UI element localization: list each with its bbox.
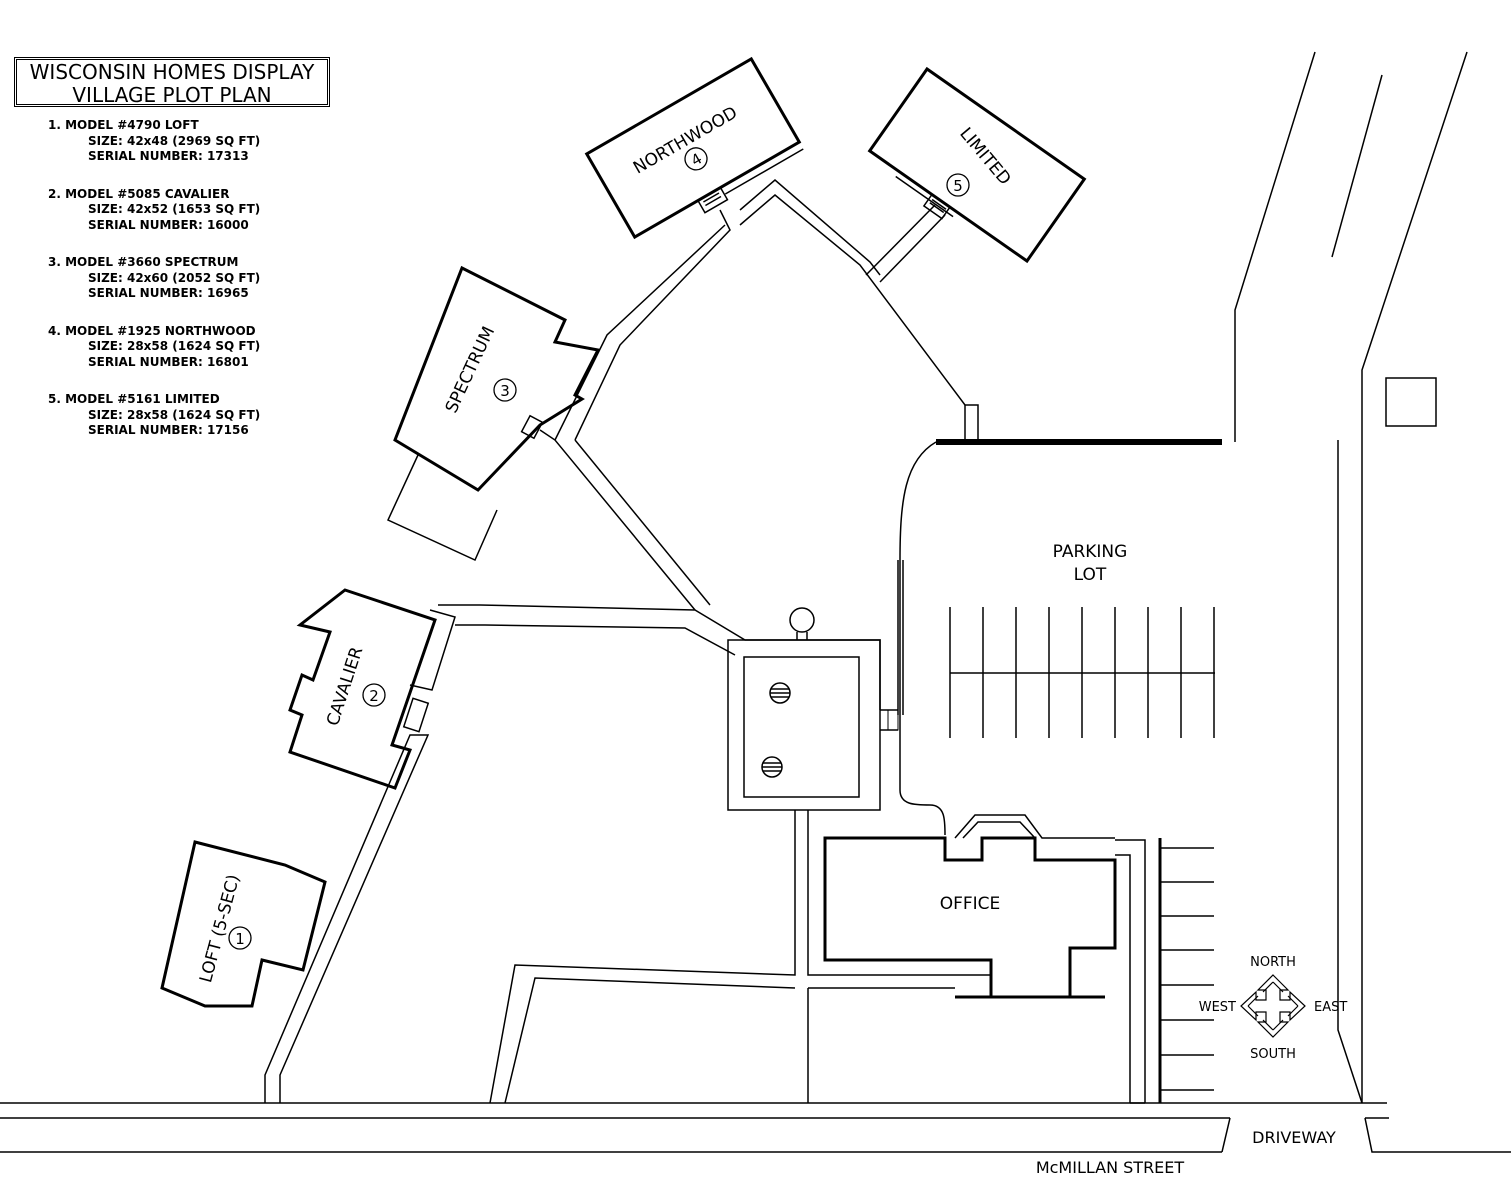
legend-entry-1: 1. MODEL #4790 LOFT SIZE: 42x48 (2969 SQ…	[48, 118, 260, 165]
legend-size: SIZE: 28x58 (1624 SQ FT)	[88, 407, 261, 422]
spectrum-label: SPECTRUM	[442, 324, 499, 417]
mcmillan-street	[0, 1102, 1511, 1153]
office-building	[823, 836, 1117, 999]
legend-heading: 5. MODEL #5161 LIMITED	[48, 392, 220, 406]
limited-building	[867, 66, 1087, 264]
plan-title-line1: WISCONSIN HOMES DISPLAY	[29, 60, 315, 84]
loft-name: LOFT (5-SEC)	[196, 872, 244, 985]
legend-serial: SERIAL NUMBER: 16965	[88, 286, 249, 300]
spectrum-building	[387, 265, 601, 561]
utility-box	[1385, 377, 1437, 427]
northwood-building	[584, 56, 804, 240]
legend-heading: 4. MODEL #1925 NORTHWOOD	[48, 323, 256, 338]
compass-icon	[1240, 974, 1306, 1038]
compass-north-label: NORTH	[1250, 955, 1296, 970]
spectrum-name: SPECTRUM	[442, 324, 499, 417]
legend-heading: 2. MODEL #5085 CAVALIER	[48, 186, 230, 201]
legend-size: SIZE: 42x52 (1653 SQ FT)	[88, 202, 261, 216]
east-parking-stalls	[1158, 838, 1214, 1103]
legend-serial: SERIAL NUMBER: 17156	[88, 423, 249, 437]
lamp-icon	[789, 607, 815, 633]
driveway	[1234, 51, 1468, 1104]
cavalier-label: CAVALIER	[323, 644, 367, 728]
legend-serial: SERIAL NUMBER: 16000	[88, 217, 249, 232]
parking-stalls	[949, 607, 1215, 738]
grate-icon	[769, 682, 791, 704]
parking-label: PARKING	[1053, 542, 1128, 562]
cavalier-name: CAVALIER	[323, 644, 367, 728]
legend-entry-3: 3. MODEL #3660 SPECTRUM SIZE: 42x60 (205…	[48, 255, 260, 302]
cavalier-number: 2	[369, 687, 379, 705]
legend-entry-5: 5. MODEL #5161 LIMITED SIZE: 28x58 (1624…	[48, 392, 260, 439]
walkways	[264, 179, 1146, 1104]
limited-label: LIMITED	[955, 124, 1014, 189]
loft-label: LOFT (5-SEC)	[196, 872, 244, 985]
grate-icon	[761, 756, 783, 778]
office-label: OFFICE	[940, 894, 1001, 914]
legend-entry-4: 4. MODEL #1925 NORTHWOOD SIZE: 28x58 (16…	[48, 324, 260, 371]
legend-heading: 1. MODEL #4790 LOFT	[48, 118, 199, 132]
legend-size: SIZE: 42x48 (2969 SQ FT)	[88, 133, 261, 148]
legend-entry-2: 2. MODEL #5085 CAVALIER SIZE: 42x52 (165…	[48, 187, 260, 234]
northwood-name: NORTHWOOD	[630, 103, 741, 179]
northwood-number: 4	[688, 150, 705, 170]
spectrum-number: 3	[500, 382, 510, 400]
plan-title-line2: VILLAGE PLOT PLAN	[72, 83, 272, 107]
legend-heading: 3. MODEL #3660 SPECTRUM	[48, 255, 239, 269]
street-label: McMILLAN STREET	[1036, 1158, 1185, 1177]
limited-name: LIMITED	[955, 124, 1014, 189]
legend-size: SIZE: 42x60 (2052 SQ FT)	[88, 270, 261, 285]
compass-west-label: WEST	[1199, 1000, 1236, 1015]
compass-east-label: EAST	[1314, 1000, 1347, 1015]
parking-label-lot: LOT	[1074, 565, 1107, 585]
model-legend: 1. MODEL #4790 LOFT SIZE: 42x48 (2969 SQ…	[48, 118, 260, 461]
legend-serial: SERIAL NUMBER: 16801	[88, 354, 249, 369]
loft-building	[160, 840, 327, 1008]
legend-serial: SERIAL NUMBER: 17313	[88, 149, 249, 163]
legend-size: SIZE: 28x58 (1624 SQ FT)	[88, 339, 261, 353]
plan-title: WISCONSIN HOMES DISPLAY VILLAGE PLOT PLA…	[14, 57, 330, 107]
cavalier-building	[288, 588, 456, 790]
driveway-label: DRIVEWAY	[1252, 1128, 1336, 1147]
parking-curb	[899, 441, 946, 836]
limited-number: 5	[953, 177, 963, 195]
loft-number: 1	[235, 930, 245, 948]
compass-south-label: SOUTH	[1250, 1047, 1296, 1062]
